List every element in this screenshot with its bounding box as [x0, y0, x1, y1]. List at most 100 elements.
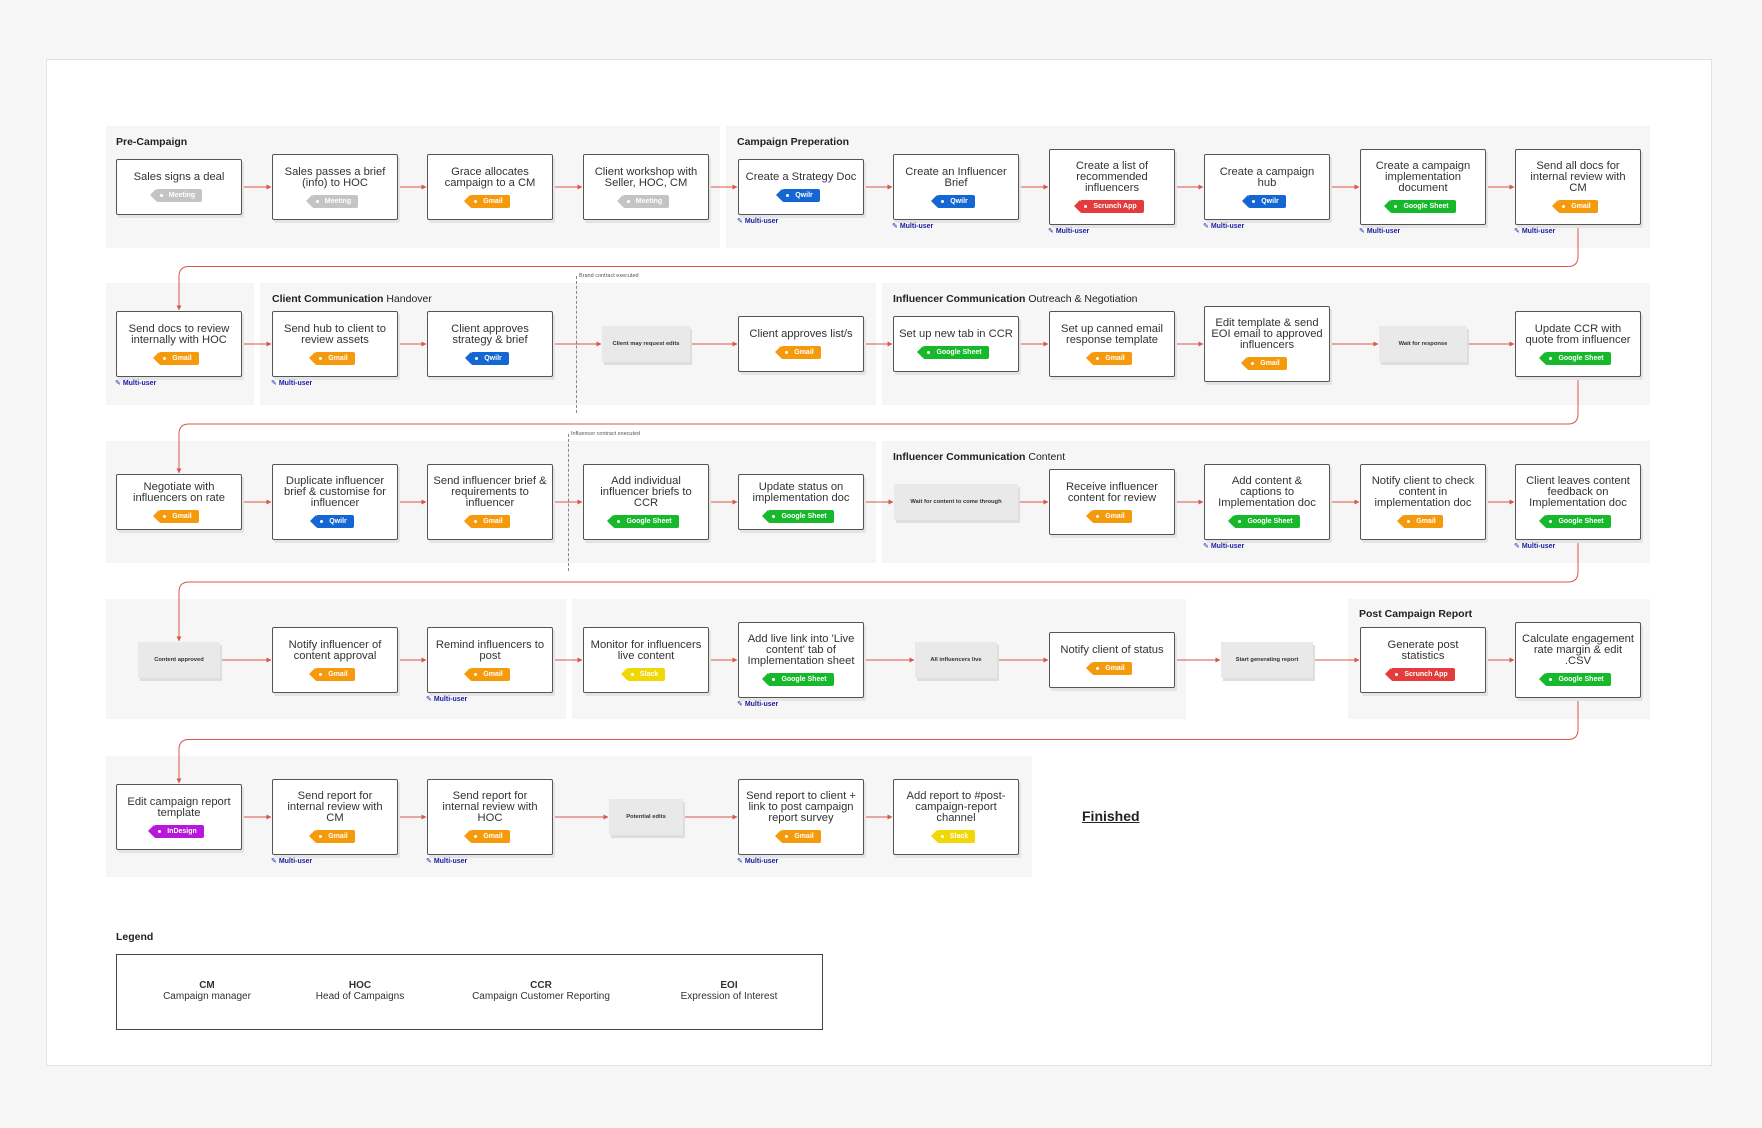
multi-user-badge: Multi-user	[1359, 227, 1400, 235]
flow-step[interactable]: Send all docs for internal review with C…	[1515, 149, 1641, 225]
zone-title-pre-campaign: Pre-Campaign	[116, 136, 188, 148]
tool-tag-label: Gmail	[1105, 512, 1125, 520]
wait-state: Content approved	[138, 642, 220, 678]
tool-tag-label: Google Sheet	[626, 518, 672, 525]
tool-tag: Google Sheet	[1539, 351, 1611, 365]
flow-step-label: Create a campaign hub	[1219, 165, 1315, 189]
flow-step-label: Update CCR with quote from influencer	[1525, 322, 1631, 346]
flow-step-label: Receive influencer content for review	[1065, 480, 1159, 504]
flow-step[interactable]: Duplicate influencer brief & customise f…	[272, 464, 398, 540]
tool-tag-label: Google Sheet	[1558, 518, 1604, 525]
tag-hole-icon	[1549, 520, 1553, 523]
flow-step-label: Create an Influencer Brief	[905, 165, 1007, 189]
flow-step-label: Notify influencer of content approval	[288, 638, 382, 662]
tool-tag-label: Gmail	[794, 349, 814, 356]
tag-hole-icon	[1549, 678, 1553, 681]
tool-tag-label: Gmail	[483, 518, 503, 525]
flow-step[interactable]: Add live link into 'Live content' tab of…	[738, 622, 864, 698]
flow-step[interactable]: Send report for internal review with CM G…	[272, 779, 398, 855]
flow-step-label: Add content & captions to Implementation…	[1218, 475, 1316, 509]
multi-user-badge: Multi-user	[737, 857, 778, 865]
tag-hole-icon	[315, 199, 319, 203]
tool-tag: Scrunch App	[1385, 667, 1455, 681]
flow-step-label: Notify client to check content in implem…	[1371, 475, 1475, 509]
flow-step[interactable]: Send report for internal review with HOC…	[427, 779, 553, 855]
tool-tag: Gmail	[464, 830, 510, 843]
flow-step[interactable]: Send report to client + link to post cam…	[738, 779, 864, 855]
flow-step[interactable]: Create a list of recommended influencers…	[1049, 149, 1175, 225]
tag-hole-icon	[474, 672, 478, 676]
flow-step-label: Negotiate with influencers on rate	[132, 480, 226, 504]
tool-tag: Slack	[620, 667, 666, 681]
flow-step[interactable]: Calculate engagement rate margin & edit …	[1515, 622, 1641, 698]
tool-tag-label: Google Sheet	[1403, 203, 1449, 210]
tag-hole-icon	[1394, 205, 1398, 208]
flow-step-label: Create a Strategy Doc	[745, 171, 857, 183]
flow-step-label: Calculate engagement rate margin & edit …	[1522, 633, 1634, 667]
tag-hole-icon	[1096, 667, 1100, 670]
tool-tag: Qwilr	[776, 189, 820, 202]
tag-hole-icon	[1395, 672, 1399, 676]
tag-hole-icon	[617, 520, 621, 523]
tool-tag-label: Meeting	[635, 197, 663, 205]
flow-step-label: Edit template & send EOI email to approv…	[1211, 317, 1323, 351]
tool-tag-label: Google Sheet	[1247, 518, 1293, 525]
multi-user-badge: Multi-user	[1203, 222, 1244, 230]
flow-step-label: Create a list of recommended influencers	[1075, 160, 1149, 194]
tool-tag: Gmail	[1086, 351, 1132, 365]
flow-step[interactable]: Edit template & send EOI email to approv…	[1204, 306, 1330, 382]
tool-tag: Qwilr	[465, 351, 509, 365]
tool-tag-label: Gmail	[328, 833, 348, 840]
flow-step-label: Set up new tab in CCR	[899, 328, 1013, 340]
flow-step[interactable]: Notify client to check content in implem…	[1360, 464, 1486, 540]
multi-user-badge: Multi-user	[426, 695, 467, 703]
flow-step[interactable]: Create a campaign implementation documen…	[1360, 149, 1486, 225]
flow-step-label: Send report for internal review with CM	[287, 790, 383, 824]
flow-step-label: Client approves strategy & brief	[451, 322, 529, 346]
wait-state: Start generating report	[1221, 642, 1313, 678]
tool-tag-label: Gmail	[172, 354, 192, 362]
flow-step[interactable]: Add content & captions to Implementation…	[1204, 464, 1330, 540]
flow-step-label: Add report to #post-campaign-report chan…	[906, 790, 1006, 824]
tool-tag: Gmail	[464, 194, 510, 208]
tool-tag-label: Google Sheet	[781, 676, 827, 683]
tool-tag-label: Qwilr	[329, 518, 347, 525]
flow-step[interactable]: Add report to #post-campaign-report chan…	[893, 779, 1019, 855]
flow-step[interactable]: Client leaves content feedback on Implem…	[1515, 464, 1641, 540]
tool-tag: Gmail	[1397, 515, 1443, 528]
tag-hole-icon	[319, 356, 323, 360]
influencer-contract-divider	[568, 434, 569, 571]
flow-step-label: Edit campaign report template	[127, 795, 231, 819]
flow-step[interactable]: Send influencer brief & requirements to …	[427, 464, 553, 540]
zone-title-influencer-content: Influencer Communication Content	[893, 451, 1066, 463]
tool-tag: Qwilr	[310, 515, 354, 528]
tool-tag-label: Qwilr	[950, 197, 968, 205]
finished-label: Finished	[1082, 808, 1140, 824]
tag-hole-icon	[940, 835, 944, 838]
